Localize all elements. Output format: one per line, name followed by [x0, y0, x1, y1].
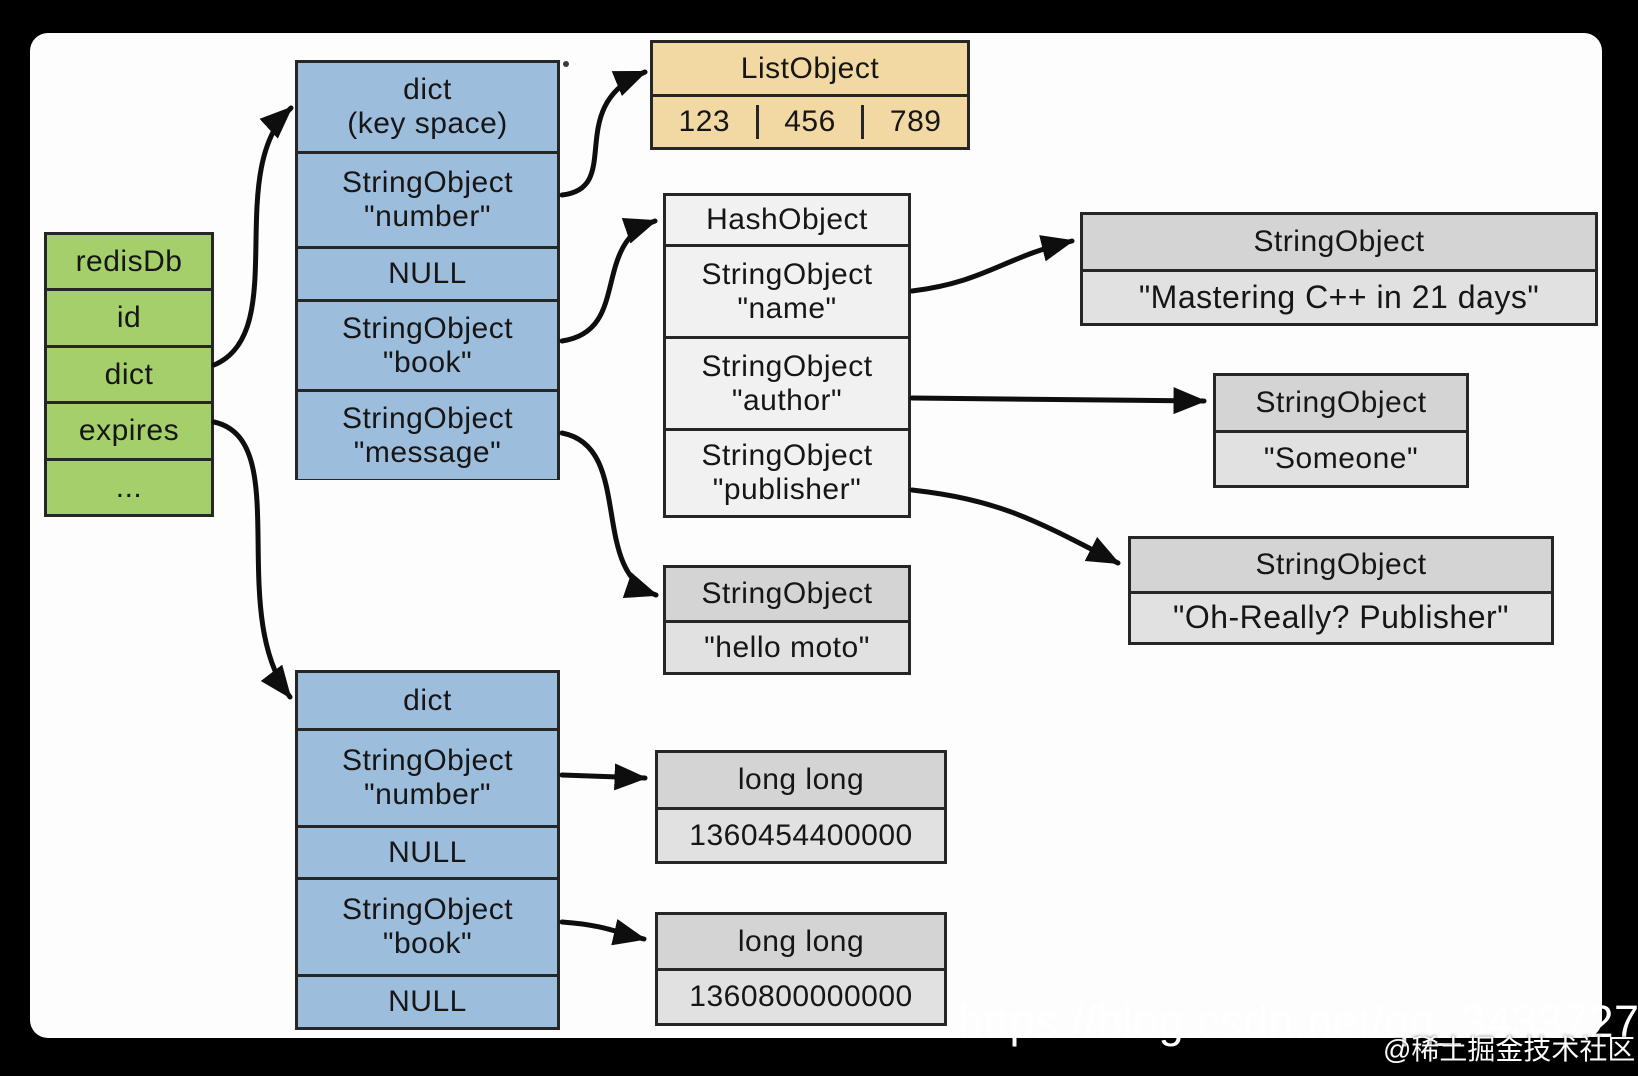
node-string-hello: StringObject "hello moto" [663, 565, 911, 675]
row-line: StringObject [341, 401, 514, 435]
row-line: StringObject [341, 166, 514, 200]
row-line: long long [737, 924, 865, 958]
row-key-number: StringObject "number" [298, 728, 557, 825]
node-dict-expires: dict StringObject "number" NULL StringOb… [295, 670, 560, 1030]
row-field-publisher: StringObject "publisher" [666, 428, 908, 515]
row-string-value: "Oh-Really? Publisher" [1131, 591, 1551, 642]
row-field-name: StringObject "name" [666, 244, 908, 336]
node-longlong-number: long long 1360454400000 [655, 750, 947, 864]
row-line: "publisher" [712, 473, 862, 506]
row-line: StringObject [1255, 548, 1427, 582]
row-line: "number" [363, 200, 492, 233]
row-list-cells: 123 456 789 [653, 94, 967, 147]
row-line: HashObject [706, 203, 868, 237]
row-null: NULL [298, 246, 557, 299]
row-line: NULL [388, 985, 467, 1019]
row-line: 1360454400000 [689, 818, 913, 852]
row-line: StringObject [701, 257, 873, 291]
row-line: "message" [353, 435, 502, 469]
row-line: "book" [382, 927, 473, 960]
row-key-book: StringObject "book" [298, 877, 557, 974]
row-field-author: StringObject "author" [666, 336, 908, 428]
row-line: StringObject [701, 439, 873, 473]
row-line: "author" [731, 383, 843, 417]
row-string-value: "Someone" [1216, 430, 1466, 485]
row-stringobject-header: StringObject [1083, 215, 1595, 269]
row-longlong-header: long long [658, 915, 944, 968]
row-line: StringObject [1255, 386, 1427, 420]
node-string-someone: StringObject "Someone" [1213, 373, 1469, 488]
row-line: "number" [363, 778, 492, 811]
node-string-publisher: StringObject "Oh-Really? Publisher" [1128, 536, 1554, 645]
row-longlong-value: 1360800000000 [658, 968, 944, 1023]
node-redisdb: redisDb id dict expires ... [44, 232, 214, 517]
row-ellipsis: ... [47, 457, 211, 515]
list-cell: 123 [653, 105, 756, 139]
watermark-badge: @稀土掘金技术社区 [1383, 1034, 1636, 1065]
row-string-value: "hello moto" [666, 620, 908, 672]
list-cell: 456 [755, 105, 862, 139]
row-line: StringObject [341, 311, 514, 345]
row-dict-keyspace-header: dict (key space) [298, 63, 557, 151]
row-line: 1360800000000 [689, 980, 913, 1014]
row-line: redisDb [75, 244, 183, 278]
list-cell: 789 [861, 105, 967, 139]
row-stringobject-header: StringObject [666, 568, 908, 620]
row-line: StringObject [701, 349, 873, 383]
row-line: dict [104, 357, 154, 391]
node-longlong-book: long long 1360800000000 [655, 912, 947, 1026]
row-line: StringObject [701, 577, 873, 611]
row-id: id [47, 288, 211, 345]
row-dict-pointer: dict [47, 344, 211, 402]
row-key-message: StringObject "message" [298, 389, 557, 479]
row-line: StringObject [1253, 225, 1425, 259]
row-dict-header: dict [298, 673, 557, 728]
row-line: "book" [382, 345, 473, 379]
row-null: NULL [298, 974, 557, 1027]
node-dict-keyspace: dict (key space) StringObject "number" N… [295, 60, 560, 480]
row-line: ... [115, 470, 143, 504]
row-redisdb-title: redisDb [47, 235, 211, 289]
row-line: expires [78, 414, 180, 448]
row-line: NULL [388, 257, 467, 291]
row-line: dict [403, 683, 452, 717]
row-key-number: StringObject "number" [298, 151, 557, 246]
row-line: "Someone" [1263, 442, 1419, 476]
row-line: long long [737, 763, 865, 797]
row-line: dict [403, 73, 452, 107]
row-line: (key space) [347, 107, 508, 140]
row-line: "Mastering C++ in 21 days" [1138, 278, 1540, 315]
node-hashobject: HashObject StringObject "name" StringObj… [663, 193, 911, 518]
row-line: StringObject [341, 893, 514, 927]
row-line: id [116, 301, 142, 335]
row-expires-pointer: expires [47, 401, 211, 458]
row-line: "name" [737, 291, 837, 325]
row-stringobject-header: StringObject [1131, 539, 1551, 591]
row-line: NULL [388, 835, 467, 869]
node-listobject: ListObject 123 456 789 [650, 40, 970, 150]
row-string-value: "Mastering C++ in 21 days" [1083, 269, 1595, 323]
row-line: ListObject [740, 51, 880, 85]
row-longlong-value: 1360454400000 [658, 807, 944, 861]
row-longlong-header: long long [658, 753, 944, 807]
row-stringobject-header: StringObject [1216, 376, 1466, 430]
row-line: "hello moto" [704, 630, 870, 664]
row-hashobject-header: HashObject [666, 196, 908, 244]
watermark-url: https://blog.csdn.net/qq_34337272 [958, 996, 1638, 1047]
row-line: StringObject [341, 744, 514, 778]
row-listobject-header: ListObject [653, 43, 967, 94]
row-line: "Oh-Really? Publisher" [1172, 599, 1510, 636]
row-key-book: StringObject "book" [298, 299, 557, 389]
row-null: NULL [298, 825, 557, 877]
node-string-mastering: StringObject "Mastering C++ in 21 days" [1080, 212, 1598, 326]
